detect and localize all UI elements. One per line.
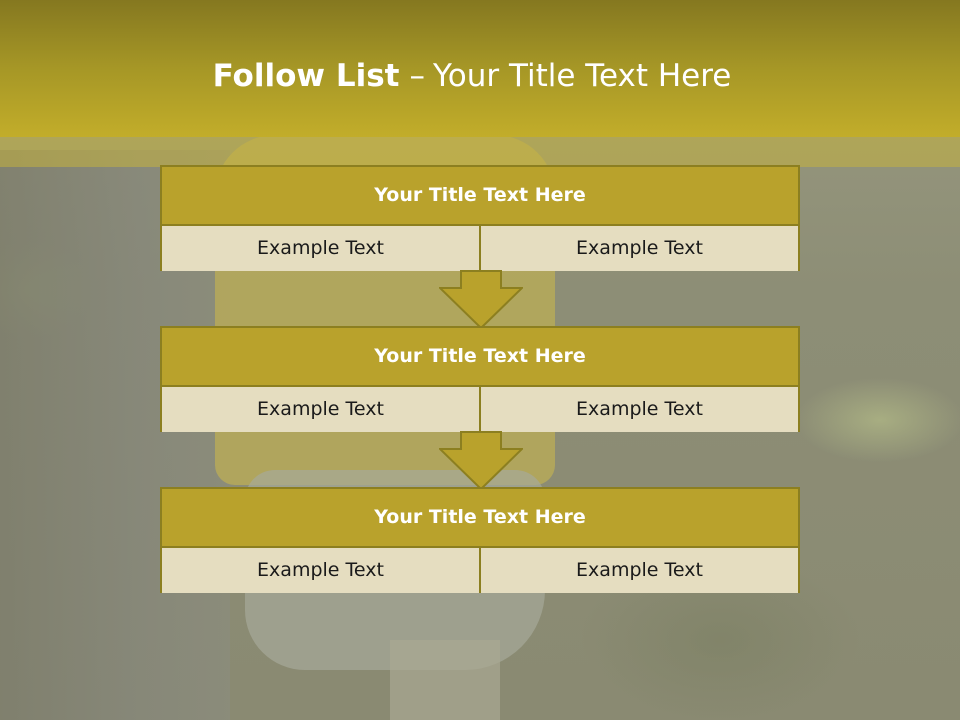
- block-cell-right: Example Text: [481, 387, 798, 432]
- header-band: [0, 0, 960, 137]
- block-cells: Example Text Example Text: [162, 387, 798, 432]
- block-heading: Your Title Text Here: [162, 328, 798, 387]
- block-cell-left: Example Text: [162, 226, 481, 271]
- header-strip: [0, 137, 960, 167]
- block-cell-left: Example Text: [162, 548, 481, 593]
- title-bold: Follow List: [212, 58, 400, 94]
- block-3: Your Title Text Here Example Text Exampl…: [160, 487, 800, 593]
- block-heading: Your Title Text Here: [162, 489, 798, 548]
- down-arrow-icon: [439, 431, 523, 491]
- block-cells: Example Text Example Text: [162, 226, 798, 271]
- title-rest: Your Title Text Here: [432, 58, 732, 94]
- block-heading: Your Title Text Here: [162, 167, 798, 226]
- title-dash: –: [409, 58, 425, 94]
- block-1: Your Title Text Here Example Text Exampl…: [160, 165, 800, 271]
- block-2: Your Title Text Here Example Text Exampl…: [160, 326, 800, 432]
- slide-title: Follow List–Your Title Text Here: [0, 56, 944, 96]
- block-cell-right: Example Text: [481, 226, 798, 271]
- child-legs: [390, 640, 500, 720]
- down-arrow-icon: [439, 270, 523, 330]
- block-cell-left: Example Text: [162, 387, 481, 432]
- block-cells: Example Text Example Text: [162, 548, 798, 593]
- block-cell-right: Example Text: [481, 548, 798, 593]
